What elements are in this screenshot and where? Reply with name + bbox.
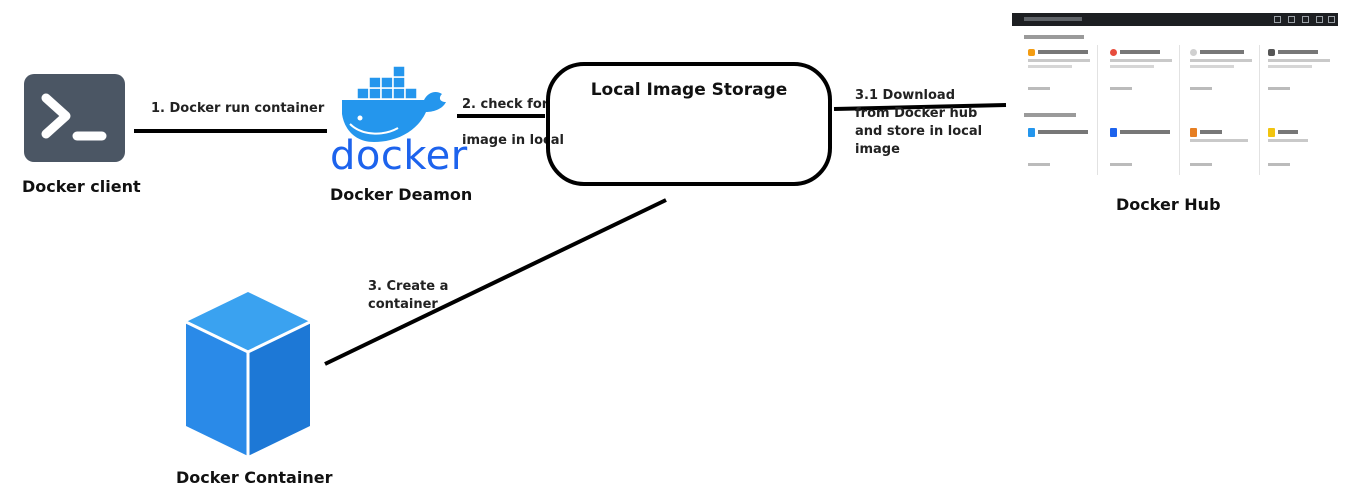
- edge-create-label-1: 3. Create a: [368, 279, 449, 294]
- docker-whale-icon: [342, 65, 446, 142]
- edge-run-label: 1. Docker run container: [151, 101, 325, 116]
- hub-card: [1104, 45, 1180, 127]
- hub-card: [1022, 45, 1098, 127]
- docker-hub-screenshot: [1012, 13, 1338, 180]
- edge-download-label-3: and store in local: [855, 124, 983, 139]
- edge-download-label-2: from Docker hub: [855, 106, 978, 121]
- local-image-storage-label: Local Image Storage: [590, 80, 788, 100]
- hub-browser-bar: [1012, 13, 1338, 26]
- edge-create-label-2: container: [368, 297, 438, 312]
- edge-check-label-2: image in local: [462, 133, 564, 148]
- docker-hub-label: Docker Hub: [1116, 195, 1221, 214]
- edge-download-label-1: 3.1 Download: [855, 88, 956, 103]
- hub-card: [1184, 125, 1260, 175]
- container-cube-icon: [182, 290, 314, 458]
- edge-download-line: [833, 103, 1007, 111]
- hub-card: [1022, 125, 1098, 175]
- hub-card: [1262, 45, 1338, 127]
- edge-check-label-1: 2. check for: [462, 97, 549, 112]
- edge-download-label-4: image: [855, 142, 900, 157]
- hub-card: [1104, 125, 1180, 175]
- docker-wordmark: docker: [330, 133, 468, 179]
- docker-logo: [328, 58, 458, 176]
- hub-card: [1262, 125, 1338, 175]
- local-image-storage-box: Local Image Storage: [546, 62, 832, 186]
- docker-client-label: Docker client: [22, 177, 141, 196]
- docker-daemon-label: Docker Deamon: [330, 185, 473, 204]
- hub-card: [1184, 45, 1260, 127]
- docker-container-label: Docker Container: [176, 468, 333, 487]
- edge-create-line: [324, 198, 667, 366]
- terminal-icon: [24, 74, 125, 162]
